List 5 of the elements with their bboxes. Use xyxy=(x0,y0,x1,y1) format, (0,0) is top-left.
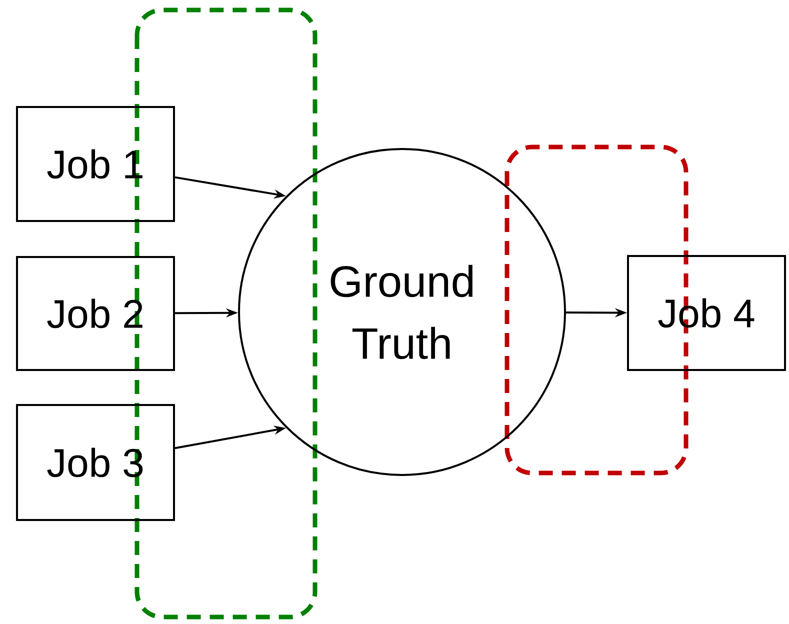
job-box: Job 2 xyxy=(16,256,175,371)
job-box: Job 1 xyxy=(16,106,175,222)
circle-node: Ground Truth xyxy=(238,148,566,476)
job-box: Job 4 xyxy=(627,255,786,371)
job-box: Job 3 xyxy=(16,404,175,521)
